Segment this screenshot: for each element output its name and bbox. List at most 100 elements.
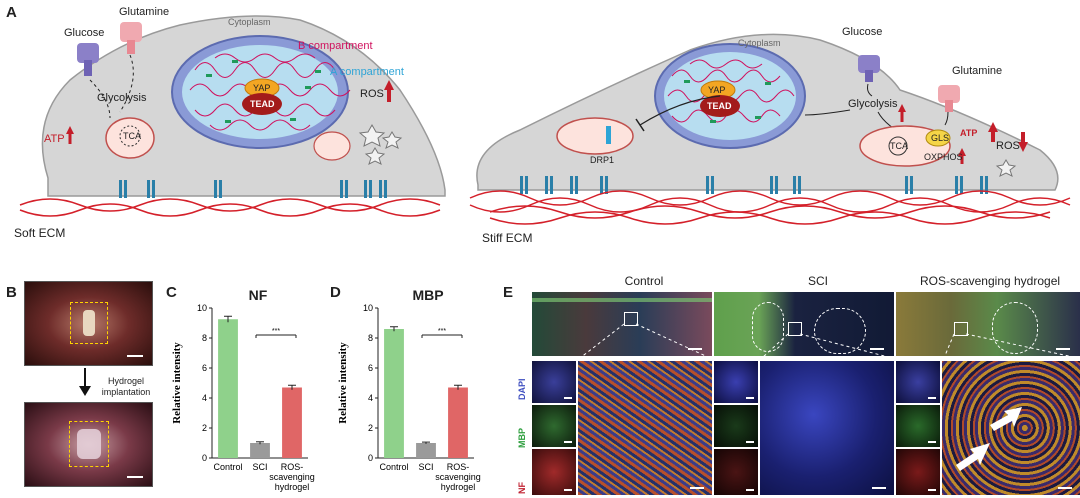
nf-y-tick-label: 0 [202,453,207,463]
right-tca-label: TCA [890,141,908,151]
injury-site [83,310,95,336]
left-glycolysis-label: Glycolysis [97,92,147,104]
left-glucose-label: Glucose [64,27,105,39]
right-ecm-label: Stiff ECM [482,231,533,245]
left-tead-label: TEAD [250,99,275,109]
left-tead-shape [242,93,282,115]
sci-overview-image [714,292,894,356]
mbp-y-axis-label: Relative intensity [337,342,349,424]
channel-label-nf: NF [517,482,527,494]
mbp-category-label: Control [379,462,408,472]
hydrogel-nf-image [896,449,940,495]
control-mbp-image [532,405,576,447]
gls-shape [925,129,951,147]
mbp-category-label: SCI [418,462,433,472]
nf-category-label: SCI [252,462,267,472]
nf-y-tick-label: 8 [202,333,207,343]
nf-category-label: hydrogel [275,482,310,492]
hydrogel-implantation-label: Hydrogel implantation [101,376,151,397]
right-ecm-fibers [469,190,1071,225]
right-glutamine-label: Glutamine [952,65,1003,77]
right-green-marks [684,80,771,123]
panel-label-a: A [6,4,17,21]
mbp-significance-label: *** [438,328,446,335]
left-mitochondrion-small [313,131,351,161]
hydrogel-overview-image [896,292,1080,356]
right-glycolysis-up-arrow [898,104,906,122]
right-glucose-transporter [858,55,880,82]
right-glycolysis-label: Glycolysis [848,98,898,110]
hydrogel-dapi-image [896,361,940,403]
right-integrins [520,176,988,194]
panel-a-diagram [19,15,1071,225]
panel-label-e: E [503,284,514,301]
left-a-compartment-label: A compartment [330,66,404,78]
left-mitochondrion [105,117,155,159]
nf-category-label: ROS- [281,462,304,472]
right-tca-cycle [888,136,908,156]
right-ros-label: ROS [996,140,1020,152]
channel-label-dapi: DAPI [517,378,527,400]
sci-merged-image [760,361,894,495]
left-cytoplasm-label: Cytoplasm [228,17,271,27]
left-atp-up-arrow [66,126,74,144]
mbp-chart-title: MBP [412,287,444,303]
left-yap-label: YAP [253,83,271,93]
right-ros-star [995,159,1017,177]
mbp-category-label: scavenging [435,472,481,482]
nf-y-tick-label: 10 [197,303,207,313]
sci-dapi-image [714,361,758,403]
left-atp-label: ATP [44,133,65,145]
nf-category-label: Control [213,462,242,472]
down-arrow-icon [79,368,91,396]
left-ros-stars [358,123,403,165]
right-glucose-label: Glucose [842,26,883,38]
nf-chart-title: NF [248,287,268,303]
right-tead-shape [700,95,740,117]
control-dapi-image [532,361,576,403]
nf-y-tick-label: 4 [202,393,207,403]
right-inhibition-bar [635,118,645,132]
mbp-y-tick-label: 0 [368,453,373,463]
left-green-marks [206,60,321,123]
left-integrins [119,180,387,198]
left-glutamine-arrow [119,54,134,113]
channel-label-mbp: MBP [517,428,527,448]
mbp-y-tick-label: 4 [368,393,373,403]
panel-label-c: C [166,284,177,301]
scale-bar [127,476,143,478]
mbp-y-tick-label: 2 [368,423,373,433]
left-tca-label: TCA [123,131,141,141]
mbp-category-label: hydrogel [441,482,476,492]
right-glutamine-transporter [938,85,960,112]
left-glutamine-label: Glutamine [119,6,170,18]
left-ros-up-arrow [384,80,394,102]
left-ros-label: ROS [360,88,384,100]
left-ecm-fibers [19,198,441,217]
hydrogel-merged-image [942,361,1080,495]
right-glucose-arrow [867,83,873,97]
right-tead-label: TEAD [707,101,732,111]
mbp-y-tick-label: 8 [368,333,373,343]
nf-bar [218,319,238,458]
scale-bar [127,355,143,357]
right-atp-label: ATP [960,128,978,138]
mbp-category-label: ROS- [447,462,470,472]
control-merged-image [578,361,712,495]
mbp-bar [384,329,404,458]
white-arrow-icons [956,407,1022,471]
control-nf-image [532,449,576,495]
column-header-control: Control [624,274,664,288]
right-oxphos-label: OXPHOS [924,152,963,162]
implant-site-box [69,421,109,467]
left-b-compartment-label: B compartment [298,40,373,52]
right-inhibition-line [639,95,721,126]
nf-significance-label: *** [272,328,280,335]
nf-y-axis-label: Relative intensity [171,342,183,424]
hydrogel-implant [77,429,101,459]
surgery-photo-after [24,402,153,487]
left-glutamine-transporter [120,22,142,54]
right-gls-label: GLS [931,133,950,143]
sci-mbp-image [714,405,758,447]
